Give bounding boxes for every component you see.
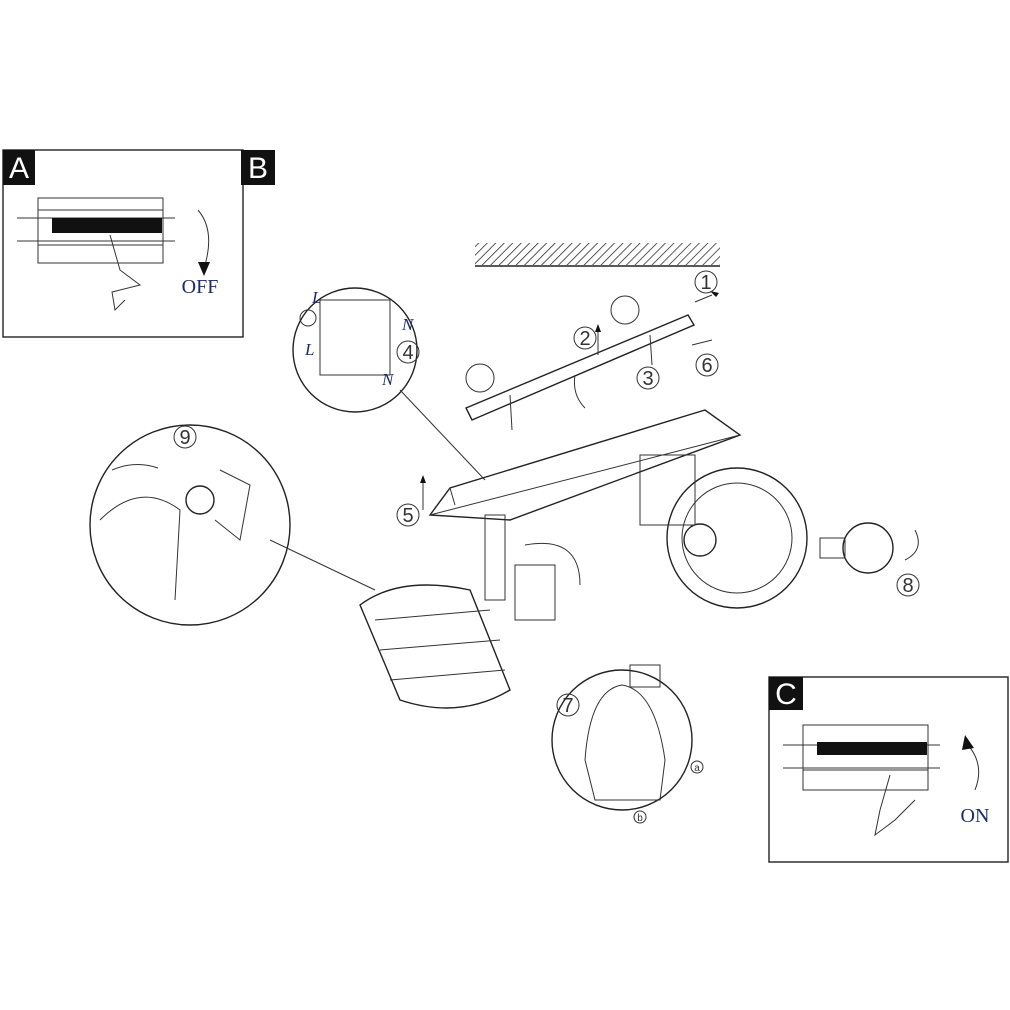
wall-plug-icon (465, 363, 495, 393)
rotate-arrow-icon (904, 529, 919, 561)
wires (574, 374, 586, 409)
off-label: OFF (182, 276, 219, 298)
panel-c-switch-on: C ON (768, 676, 1009, 863)
step-8: 8 (896, 573, 920, 597)
step-5: 5 (396, 503, 420, 527)
step-7: 7 (556, 693, 580, 717)
step-numbers: 1 2 3 4 5 6 7 8 9 (173, 270, 920, 717)
step-3: 3 (636, 366, 660, 390)
panel-b-label-bg (241, 150, 275, 185)
step-6: 6 (695, 353, 719, 377)
wall-plug-icon (610, 295, 640, 325)
shade-rotate-callout (89, 424, 376, 626)
light-bulb (819, 522, 919, 574)
earth-icon (299, 309, 317, 327)
svg-text:9: 9 (179, 427, 190, 449)
step-1: 1 (694, 270, 718, 294)
svg-text:3: 3 (642, 368, 653, 390)
panel-a-switch-off: A B OFF (2, 149, 275, 338)
spotlight-cage-1 (359, 514, 581, 709)
shade-detail-callout: a b (551, 664, 704, 824)
wiring-detail-callout: L L N N (292, 287, 486, 481)
hand-icon (874, 774, 916, 837)
svg-text:8: 8 (902, 575, 913, 597)
spotlight-cage-2 (639, 454, 808, 609)
svg-text:7: 7 (562, 695, 573, 717)
circuit-breaker-icon (17, 197, 175, 264)
arrow-up-icon (967, 744, 980, 791)
neutral-label-bottom: N (381, 370, 395, 389)
base-plate (420, 409, 742, 521)
on-label: ON (961, 805, 990, 827)
circuit-breaker-icon (783, 724, 940, 791)
svg-text:1: 1 (700, 272, 711, 294)
panel-a-label: A (9, 152, 29, 185)
hand-icon (109, 234, 142, 312)
ceiling (475, 243, 720, 265)
panel-b-label: B (248, 152, 268, 185)
rotate-arrow-icon (111, 464, 159, 471)
part-a-label: a (694, 763, 700, 774)
arrow-down-icon (197, 209, 210, 266)
svg-text:2: 2 (579, 328, 590, 350)
svg-text:6: 6 (701, 355, 712, 377)
step-4: 4 (396, 340, 420, 364)
mounting-bracket (465, 291, 719, 431)
step-9: 9 (173, 425, 197, 449)
cage-shade-icon (584, 684, 666, 801)
neutral-label-top: N (401, 315, 415, 334)
step-2: 2 (573, 326, 597, 350)
terminal-block-icon (319, 299, 391, 376)
svg-text:4: 4 (402, 342, 413, 364)
live-label-top: L (311, 288, 321, 307)
live-label-bottom: L (304, 340, 314, 359)
svg-text:5: 5 (402, 505, 413, 527)
part-b-label: b (637, 813, 643, 824)
panel-a-label-bg (3, 150, 35, 185)
panel-c-label: C (775, 678, 797, 711)
